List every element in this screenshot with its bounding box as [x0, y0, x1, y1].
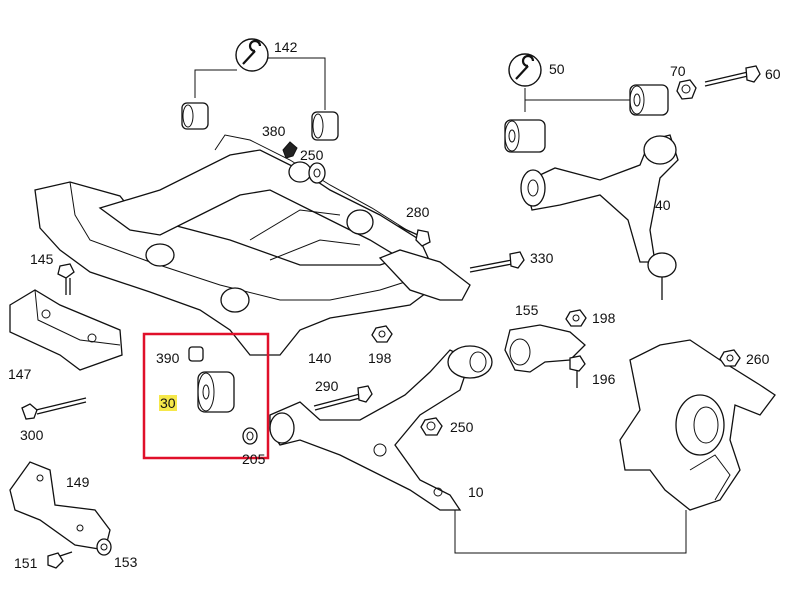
label-40: 40	[655, 197, 671, 213]
label-205: 205	[242, 451, 266, 467]
steering-knuckle	[619, 339, 776, 511]
wrench-icon	[235, 38, 269, 72]
label-140: 140	[308, 350, 332, 366]
label-142: 142	[274, 39, 298, 55]
label-151: 151	[14, 555, 38, 571]
bolt-330	[469, 251, 525, 273]
upper-control-arm-40	[520, 134, 679, 300]
label-196: 196	[592, 371, 616, 387]
label-198-right: 198	[592, 310, 616, 326]
bracket-147	[9, 289, 123, 371]
label-250-top: 250	[300, 147, 324, 163]
label-10: 10	[468, 484, 484, 500]
label-198-lower: 198	[368, 350, 392, 366]
label-30: 30	[159, 395, 177, 411]
label-380: 380	[262, 123, 286, 139]
nut-198-right	[565, 309, 587, 327]
stabilizer-mount-155	[504, 324, 586, 373]
bushing-142-left	[181, 102, 209, 130]
highlight-box	[142, 332, 270, 460]
bushing-142-right	[311, 111, 339, 141]
label-280: 280	[406, 204, 430, 220]
label-149: 149	[66, 474, 90, 490]
bushing-50-left	[504, 119, 546, 153]
label-300: 300	[20, 427, 44, 443]
nut-205	[242, 427, 258, 445]
label-153: 153	[114, 554, 138, 570]
bolt-151	[47, 551, 73, 569]
bracket-50	[524, 88, 636, 112]
bolt-196	[569, 355, 586, 388]
nut-260	[719, 349, 741, 367]
bolt-60	[704, 65, 761, 87]
bracket-149	[9, 461, 111, 551]
label-290: 290	[315, 378, 339, 394]
clip-380	[282, 141, 298, 159]
bolt-145	[57, 263, 75, 295]
bushing-50-right	[629, 84, 669, 116]
lower-control-arm-10	[269, 345, 493, 511]
label-330: 330	[530, 250, 554, 266]
stop-390	[188, 346, 204, 362]
nut-250-lower	[420, 417, 443, 436]
label-260: 260	[746, 351, 770, 367]
label-155: 155	[515, 302, 539, 318]
nut-198-lower	[371, 325, 393, 343]
subframe-140	[34, 134, 471, 356]
bolt-280	[397, 225, 431, 247]
label-60: 60	[765, 66, 781, 82]
wrench-icon	[508, 53, 542, 87]
bushing-30	[197, 371, 235, 413]
label-50: 50	[549, 61, 565, 77]
label-147: 147	[8, 366, 32, 382]
leader-10	[454, 510, 687, 554]
label-390: 390	[156, 350, 180, 366]
bolt-290	[313, 385, 373, 411]
bolt-300	[21, 397, 87, 420]
nut-250-top	[308, 162, 326, 184]
label-70: 70	[670, 63, 686, 79]
label-250-lower: 250	[450, 419, 474, 435]
nut-153	[96, 538, 112, 556]
nut-70	[676, 79, 697, 100]
label-145: 145	[30, 251, 54, 267]
